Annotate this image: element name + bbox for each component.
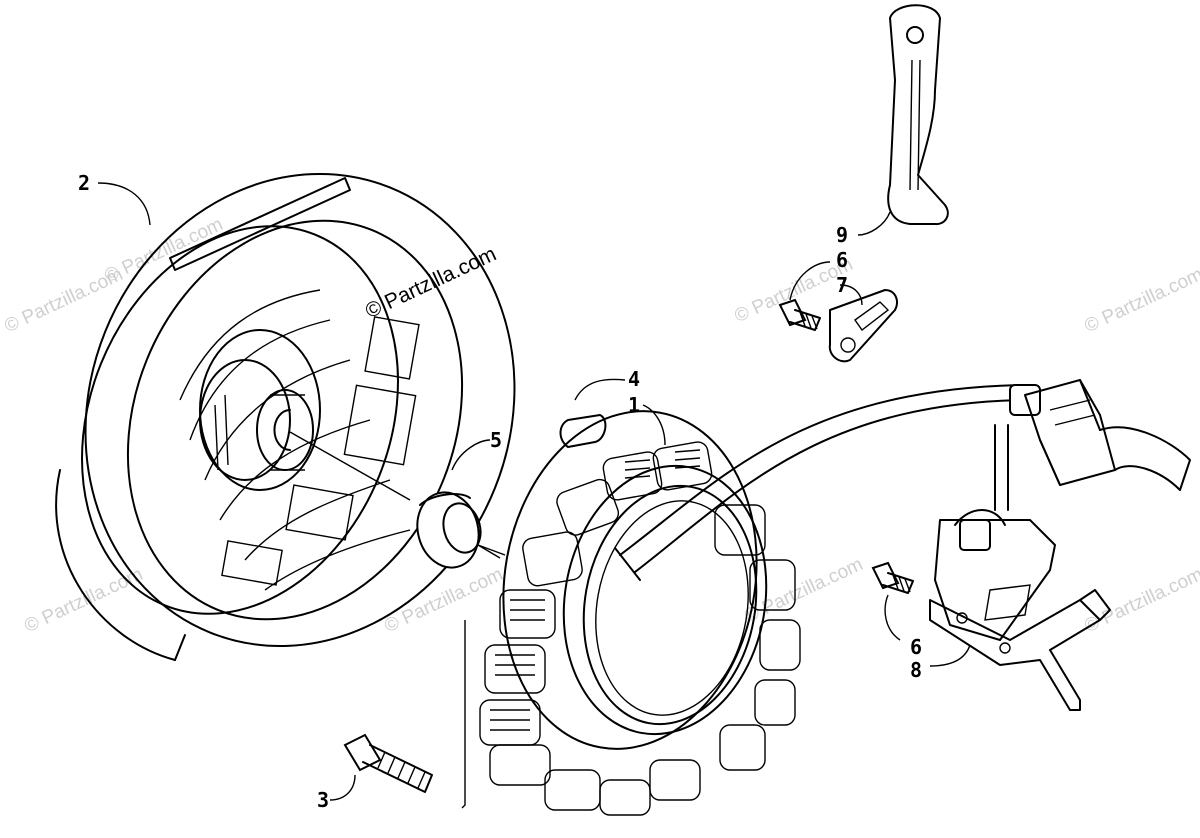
axis-line <box>477 544 501 559</box>
callout-9: 9 <box>836 223 849 247</box>
screw-part-lower <box>871 561 914 641</box>
callout-8: 8 <box>910 658 923 682</box>
bolt-part <box>329 733 433 801</box>
plate-part <box>828 284 898 363</box>
callout-3: 3 <box>317 788 330 812</box>
connector-part <box>1024 379 1191 491</box>
screw-part <box>778 261 831 331</box>
flywheel-part <box>55 172 516 661</box>
stator-part <box>461 404 801 816</box>
callout-6-lower: 6 <box>910 635 923 659</box>
callout-4: 4 <box>628 367 641 391</box>
spacer-part <box>416 439 506 569</box>
callout-2: 2 <box>78 171 91 195</box>
callout-6-upper: 6 <box>836 248 849 272</box>
callout-1: 1 <box>628 393 641 417</box>
regulator-part <box>929 509 1111 711</box>
key-part <box>559 378 626 448</box>
strap-part <box>857 4 949 236</box>
callout-5: 5 <box>490 428 503 452</box>
callout-7: 7 <box>836 273 849 297</box>
